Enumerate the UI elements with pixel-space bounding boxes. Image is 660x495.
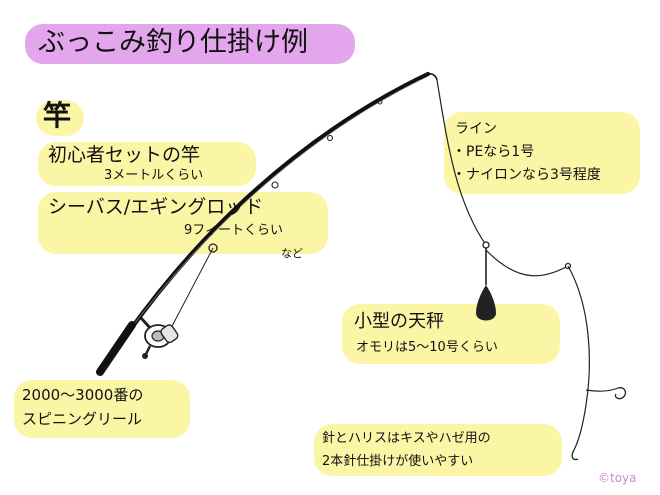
branch-line <box>585 387 619 392</box>
sinker-weight: オモリは5〜10号くらい <box>356 340 498 355</box>
reel-line2: スピニングリール <box>22 410 143 428</box>
line-nylon: ・ナイロンなら3号程度 <box>452 167 601 183</box>
rod-heading: 竿 <box>43 99 72 132</box>
guide-icon <box>271 181 279 189</box>
reel-highlight <box>14 380 190 438</box>
rod-heading-highlight <box>36 100 84 136</box>
guide-icon <box>377 99 383 105</box>
hook-highlight <box>314 424 562 476</box>
hook-line2: 2本針仕掛けが使いやすい <box>322 454 474 469</box>
reel-line1: 2000〜3000番の <box>22 386 144 404</box>
title-highlight <box>25 24 355 64</box>
guide-icon <box>326 134 334 142</box>
rod-seabass-length: 9フィートくらい <box>184 223 284 238</box>
reel-line <box>169 247 214 331</box>
rod-etc: など <box>281 247 303 260</box>
rod-beginner-set: 初心者セットの竿 <box>48 144 201 166</box>
line-highlight <box>444 112 640 194</box>
hook-icon-2 <box>571 449 579 461</box>
tenbin-wire <box>485 249 569 277</box>
rod-beginner-highlight <box>38 142 256 186</box>
harisu-line <box>567 265 590 451</box>
line-heading: ライン <box>455 121 497 137</box>
sinker-highlight <box>342 304 560 364</box>
credit: ©toya <box>598 471 637 485</box>
rod-tip <box>427 73 438 81</box>
sinker-heading: 小型の天秤 <box>354 311 444 332</box>
page-title: ぶっこみ釣り仕掛け例 <box>38 27 308 58</box>
hook-line1: 針とハリスはキスやハゼ用の <box>322 431 491 446</box>
guide-icon <box>208 243 218 253</box>
main-line <box>436 79 487 246</box>
line-pe: ・PEなら1号 <box>452 144 535 160</box>
hook-icon <box>614 387 627 400</box>
swivel-icon <box>482 241 490 249</box>
rod-seabass-highlight <box>38 192 328 254</box>
rod-beginner-length: 3メートルくらい <box>104 168 204 183</box>
sinker-icon <box>476 285 496 321</box>
rod-highlight <box>114 79 421 351</box>
rod-grip <box>96 321 136 376</box>
rod-seabass: シーバス/エギングロッド <box>48 196 264 218</box>
spinning-reel-icon <box>139 316 179 359</box>
